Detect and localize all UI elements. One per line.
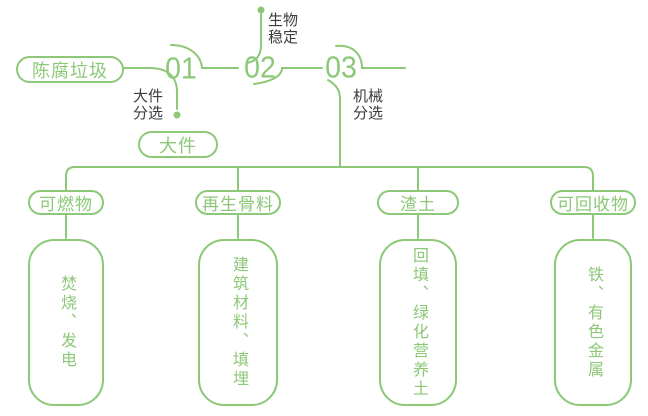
pill-to-box-connectors: [65, 214, 594, 239]
connector-step03-out: [335, 44, 406, 69]
step-number-03: 03: [325, 49, 357, 85]
process-label-line: 分选: [133, 105, 164, 122]
process-label-line: 生物: [268, 12, 299, 29]
disposal-text: 回填、绿化营养土: [410, 246, 427, 399]
category-label: 再生骨料: [202, 195, 274, 214]
category-label: 可回收物: [557, 195, 629, 214]
source-label: 陈腐垃圾: [32, 60, 108, 81]
disposal-text: 建筑材料、填埋: [230, 256, 247, 389]
process-label-mechanical-sorting: 机械 分选: [353, 88, 383, 122]
branch-bus: [65, 166, 594, 192]
disposal-box-construction-landfill: 建筑材料、填埋: [198, 239, 278, 406]
category-pill-recyclables: 可回收物: [550, 190, 636, 215]
category-label: 可燃物: [39, 195, 93, 214]
disposal-box-backfill-nutrient-soil: 回填、绿化营养土: [379, 239, 457, 406]
disposal-box-incineration: 焚烧、发电: [28, 239, 104, 406]
disposal-box-metals: 铁、有色金属: [554, 239, 632, 406]
disposal-text: 铁、有色金属: [585, 265, 602, 380]
connector-source-to-step01: [123, 67, 181, 119]
connector-step01-to-step02: [170, 44, 239, 69]
process-label-bulky-sorting: 大件 分选: [133, 88, 163, 122]
connector-step02-to-step03: [253, 67, 323, 85]
process-label-line: 分选: [353, 105, 384, 122]
category-pill-slag-soil: 渣土: [377, 190, 459, 215]
bio-dot: [257, 6, 265, 14]
disposal-text: 焚烧、发电: [58, 275, 75, 370]
connector-step03-drop: [327, 79, 341, 167]
bulky-output-label: 大件: [159, 135, 197, 156]
process-label-line: 机械: [353, 88, 384, 105]
bulky-output-pill: 大件: [138, 131, 218, 158]
connector-step02-bio-stub: [246, 6, 265, 64]
source-pill: 陈腐垃圾: [16, 56, 124, 83]
step-number-02: 02: [244, 49, 276, 85]
category-pill-recycled-aggregate: 再生骨料: [195, 190, 281, 215]
bulky-drop-dot: [173, 111, 181, 119]
process-label-line: 稳定: [268, 29, 299, 46]
process-label-line: 大件: [133, 88, 164, 105]
step-number-01: 01: [165, 50, 197, 86]
category-pill-combustibles: 可燃物: [28, 190, 104, 215]
category-label: 渣土: [400, 195, 436, 214]
process-label-bio-stabilization: 生物 稳定: [268, 12, 298, 46]
